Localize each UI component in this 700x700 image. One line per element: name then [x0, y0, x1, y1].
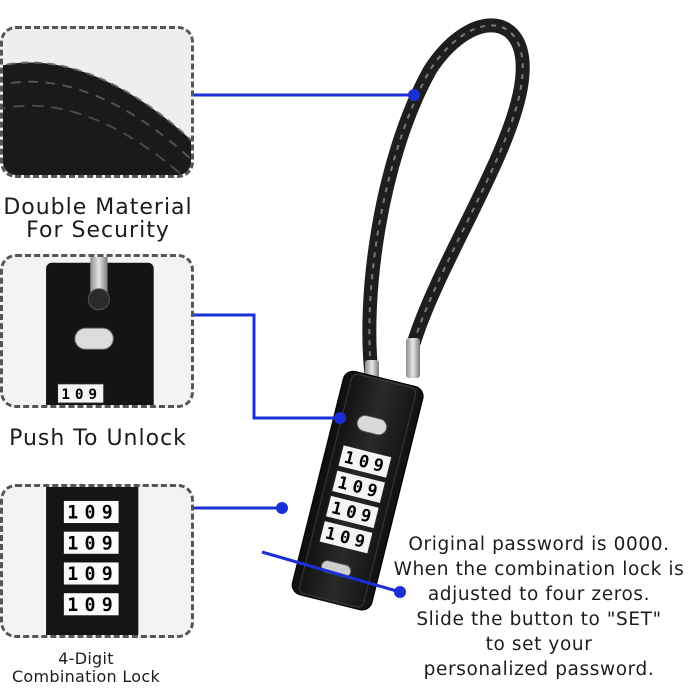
instruction-line-2: When the combination lock is — [393, 559, 685, 580]
main-row3-digit-a: 1 — [329, 498, 344, 520]
push-button-closeup-image: 1 0 9 — [3, 257, 191, 405]
instruction-line-4: Slide the button to "SET" — [416, 609, 662, 630]
password-instructions: Original password is 0000. When the comb… — [378, 532, 700, 682]
main-dial-row-4: 1 0 9 — [323, 523, 367, 552]
instruction-line-6: personalized password. — [423, 659, 655, 680]
main-dial-row-2: 1 0 9 — [336, 473, 380, 502]
main-row4-digit-b: 0 — [338, 527, 353, 549]
push-panel-dial-digit-1: 1 — [61, 387, 70, 403]
row3-digit-b: 0 — [85, 564, 96, 585]
cable-detail-panel — [0, 26, 194, 178]
row4-digit-c: 9 — [102, 595, 113, 616]
main-row2-digit-b: 0 — [350, 477, 365, 499]
push-feature-caption: Push To Unlock — [9, 426, 187, 451]
row3-digit-a: 1 — [67, 564, 78, 585]
digits-detail-panel: 1 0 9 1 0 9 1 0 9 1 0 9 — [0, 484, 194, 638]
callout-lines — [194, 93, 414, 594]
row3-digit-c: 9 — [102, 564, 113, 585]
push-detail-panel: 1 0 9 — [0, 254, 194, 408]
main-row4-digit-a: 1 — [323, 523, 338, 545]
row2-digit-a: 1 — [67, 533, 78, 554]
row4-digit-b: 0 — [85, 595, 96, 616]
main-row3-digit-c: 9 — [358, 505, 373, 527]
row1-digit-a: 1 — [67, 503, 78, 524]
instruction-line-1: Original password is 0000. — [408, 534, 670, 555]
set-slider — [320, 560, 352, 578]
main-dial-row-1: 1 0 9 — [342, 448, 386, 477]
instruction-line-5: to set your — [485, 634, 593, 655]
main-row1-digit-b: 0 — [356, 451, 371, 473]
push-button — [356, 414, 388, 436]
row1-digit-c: 9 — [102, 503, 113, 524]
cable-loop — [362, 18, 530, 385]
main-row4-digit-c: 9 — [352, 531, 367, 553]
row1-digit-b: 0 — [85, 503, 96, 524]
dial-closeup-image: 1 0 9 1 0 9 1 0 9 1 0 9 — [3, 487, 191, 635]
main-row2-digit-c: 9 — [365, 480, 380, 502]
closeup-dial-row-1: 1 0 9 — [62, 499, 120, 524]
closeup-dial-row-4: 1 0 9 — [62, 592, 120, 617]
cable-closeup-image — [3, 29, 191, 175]
main-row3-digit-b: 0 — [344, 502, 359, 524]
cable-ferrule-left — [365, 360, 379, 394]
main-row1-digit-c: 9 — [371, 455, 386, 477]
digits-feature-caption: 4-Digit Combination Lock — [11, 649, 161, 686]
row4-digit-a: 1 — [67, 595, 78, 616]
cable-feature-caption: Double Material For Security — [3, 195, 193, 243]
closeup-dial-row-3: 1 0 9 — [62, 561, 120, 586]
row2-digit-b: 0 — [85, 533, 96, 554]
main-row2-digit-a: 1 — [336, 473, 351, 495]
main-dial-row-3: 1 0 9 — [329, 498, 373, 527]
push-panel-dial-digit-9: 9 — [88, 387, 97, 403]
main-row1-digit-a: 1 — [342, 448, 357, 470]
closeup-dial-row-2: 1 0 9 — [62, 530, 120, 555]
callout-dots — [276, 89, 420, 598]
row2-digit-c: 9 — [102, 533, 113, 554]
cable-ferrule-right — [406, 338, 420, 378]
push-panel-dial-digit-0: 0 — [75, 387, 84, 403]
instruction-line-3: adjusted to four zeros. — [427, 584, 651, 605]
